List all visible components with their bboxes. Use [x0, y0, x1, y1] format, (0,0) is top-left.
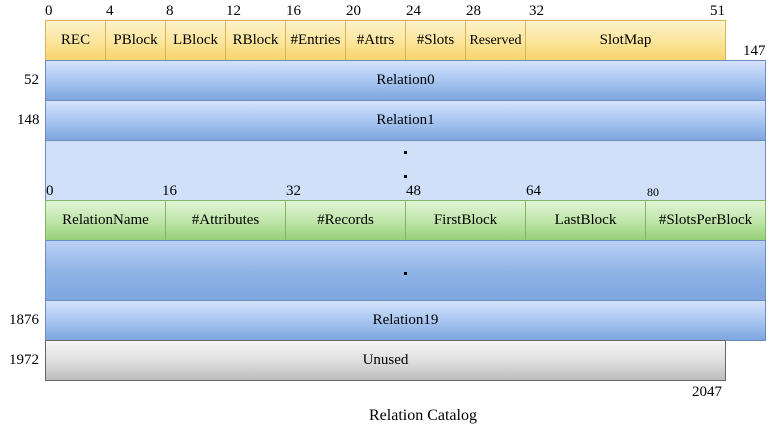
entry-offset-0: 0 [46, 183, 54, 199]
ellipsis-dot [404, 175, 407, 178]
relation19-block: Relation19 [45, 300, 766, 341]
entry-offset-64: 64 [526, 183, 541, 199]
entry-field-first-block: FirstBlock [405, 200, 526, 241]
relation0-block: Relation0 [45, 60, 766, 101]
header-offset-24: 24 [406, 3, 421, 19]
diagram-caption: Relation Catalog [369, 407, 477, 424]
header-field-reserved: Reserved [465, 20, 526, 61]
entry-offset-80: 80 [647, 185, 659, 199]
relation0-offset: 52 [24, 72, 39, 88]
entry-field-relation-name: RelationName [45, 200, 166, 241]
header-field-rec: REC [45, 20, 106, 61]
entry-field-attributes: #Attributes [165, 200, 286, 241]
entry-field-last-block: LastBlock [525, 200, 646, 241]
header-field-entries: #Entries [285, 20, 346, 61]
header-offset-12: 12 [226, 3, 241, 19]
relations-continuation-area [45, 240, 766, 301]
header-field-rblock: RBlock [225, 20, 286, 61]
relation19-offset: 1876 [9, 312, 39, 328]
relation0-end-offset: 147 [743, 43, 766, 59]
entry-field-records: #Records [285, 200, 406, 241]
unused-offset: 1972 [9, 352, 39, 368]
ellipsis-dot [404, 272, 407, 275]
header-offset-8: 8 [166, 3, 174, 19]
unused-end-offset: 2047 [692, 384, 722, 400]
header-field-pblock: PBlock [105, 20, 166, 61]
header-offset-28: 28 [466, 3, 481, 19]
entry-field-slots-per-block: #SlotsPerBlock [645, 200, 766, 241]
unused-block: Unused [45, 340, 726, 381]
ellipsis-dot [404, 151, 407, 154]
header-offset-32: 32 [529, 3, 544, 19]
relation1-offset: 148 [17, 112, 40, 128]
header-field-slots: #Slots [405, 20, 466, 61]
header-field-lblock: LBlock [165, 20, 226, 61]
header-offset-4: 4 [106, 3, 114, 19]
relation1-block: Relation1 [45, 100, 766, 141]
relation-expanded-area [45, 140, 766, 201]
header-field-slotmap: SlotMap [525, 20, 726, 61]
header-offset-20: 20 [346, 3, 361, 19]
header-field-attrs: #Attrs [345, 20, 406, 61]
header-offset-51: 51 [710, 3, 725, 19]
header-offset-0: 0 [45, 3, 53, 19]
entry-offset-16: 16 [162, 183, 177, 199]
header-offset-16: 16 [286, 3, 301, 19]
entry-offset-48: 48 [406, 183, 421, 199]
entry-offset-32: 32 [286, 183, 301, 199]
